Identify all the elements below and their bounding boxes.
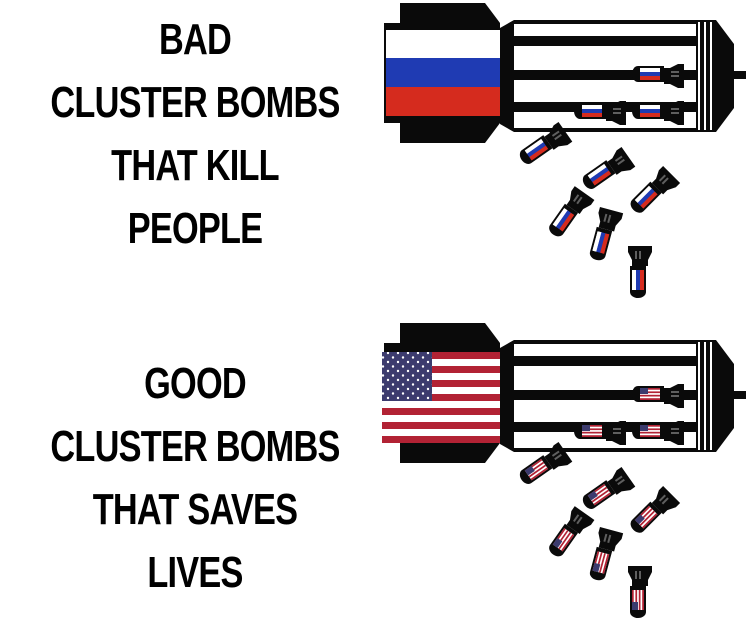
cluster-bomb-icon	[384, 3, 746, 298]
good-cluster-bombs-panel: GOOD CLUSTER BOMBS THAT SAVES LIVES	[0, 320, 750, 642]
caption-line: PEOPLE	[127, 204, 263, 253]
russian-cluster-bomb-illustration	[370, 0, 750, 300]
bad-cluster-bombs-panel: BAD CLUSTER BOMBS THAT KILL PEOPLE	[0, 0, 750, 320]
caption-line: THAT SAVES	[92, 485, 298, 534]
caption-line: THAT KILL	[111, 141, 280, 190]
caption-line: CLUSTER BOMBS	[50, 422, 340, 471]
good-caption: GOOD CLUSTER BOMBS THAT SAVES LIVES	[0, 352, 390, 604]
cluster-bomb-icon	[382, 323, 746, 618]
caption-line: CLUSTER BOMBS	[50, 78, 340, 127]
caption-line: BAD	[158, 15, 232, 64]
caption-line: GOOD	[144, 359, 247, 408]
usa-cluster-bomb-illustration	[370, 310, 750, 642]
usa-flag-icon	[382, 352, 507, 443]
caption-line: LIVES	[147, 548, 243, 597]
bad-caption: BAD CLUSTER BOMBS THAT KILL PEOPLE	[0, 8, 390, 260]
